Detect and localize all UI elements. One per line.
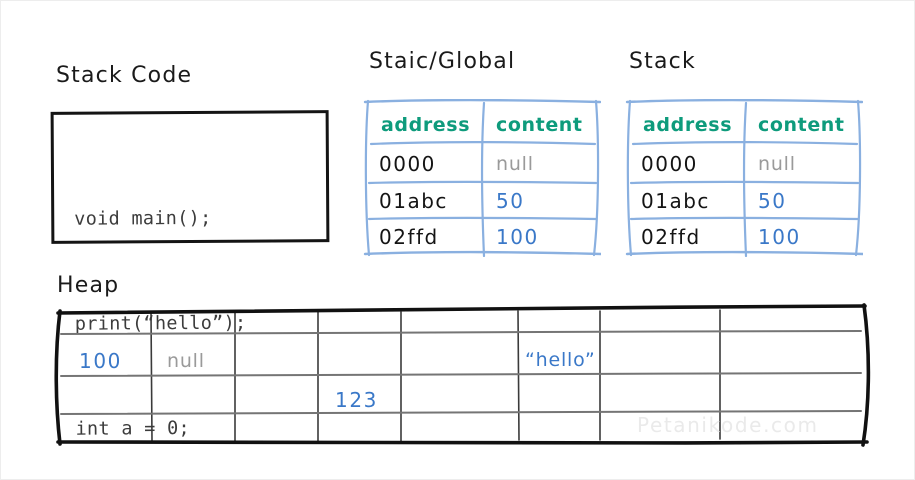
heap-table: 100 null “hello” 123 <box>54 303 871 447</box>
heap-cell-r1c5: “hello” <box>525 349 596 371</box>
stack-row-0-content: null <box>758 153 796 175</box>
heap-cell-r2c3: 123 <box>335 388 378 412</box>
heap-cell-r1c1: null <box>167 350 205 372</box>
heap-table-grid <box>54 303 871 447</box>
static-global-row-0-content: null <box>496 153 534 175</box>
heap-cell-r1c0: 100 <box>79 349 122 373</box>
stack-row-1-content: 50 <box>758 189 787 213</box>
stack-table: address content 0000 null 01abc 50 02ffd… <box>625 99 863 257</box>
stack-code-box: void main(); print(“hello”); int a = 0; <box>50 110 330 440</box>
stack-table-grid <box>625 99 863 257</box>
stack-row-2-content: 100 <box>758 225 801 249</box>
stack-header-content: content <box>758 114 845 136</box>
static-global-title: Staic/Global <box>369 49 516 74</box>
code-line-1: void main(); <box>74 207 212 230</box>
stack-title: Stack <box>629 49 696 74</box>
static-global-table-grid <box>363 99 601 257</box>
static-global-row-1-content: 50 <box>496 189 525 213</box>
static-global-table: address content 0000 null 01abc 50 02ffd… <box>363 99 601 257</box>
stack-row-2-address: 02ffd <box>641 225 701 249</box>
static-global-header-address: address <box>381 114 471 136</box>
static-global-row-0-address: 0000 <box>379 152 436 176</box>
static-global-header-content: content <box>496 114 583 136</box>
watermark: Petanikode.com <box>637 413 819 437</box>
static-global-row-2-address: 02ffd <box>379 225 439 249</box>
heap-title: Heap <box>57 273 120 298</box>
static-global-row-1-address: 01abc <box>379 189 448 213</box>
stack-header-address: address <box>643 114 733 136</box>
stack-row-0-address: 0000 <box>641 152 698 176</box>
stack-code-title: Stack Code <box>56 63 193 88</box>
static-global-row-2-content: 100 <box>496 225 539 249</box>
stack-row-1-address: 01abc <box>641 189 710 213</box>
